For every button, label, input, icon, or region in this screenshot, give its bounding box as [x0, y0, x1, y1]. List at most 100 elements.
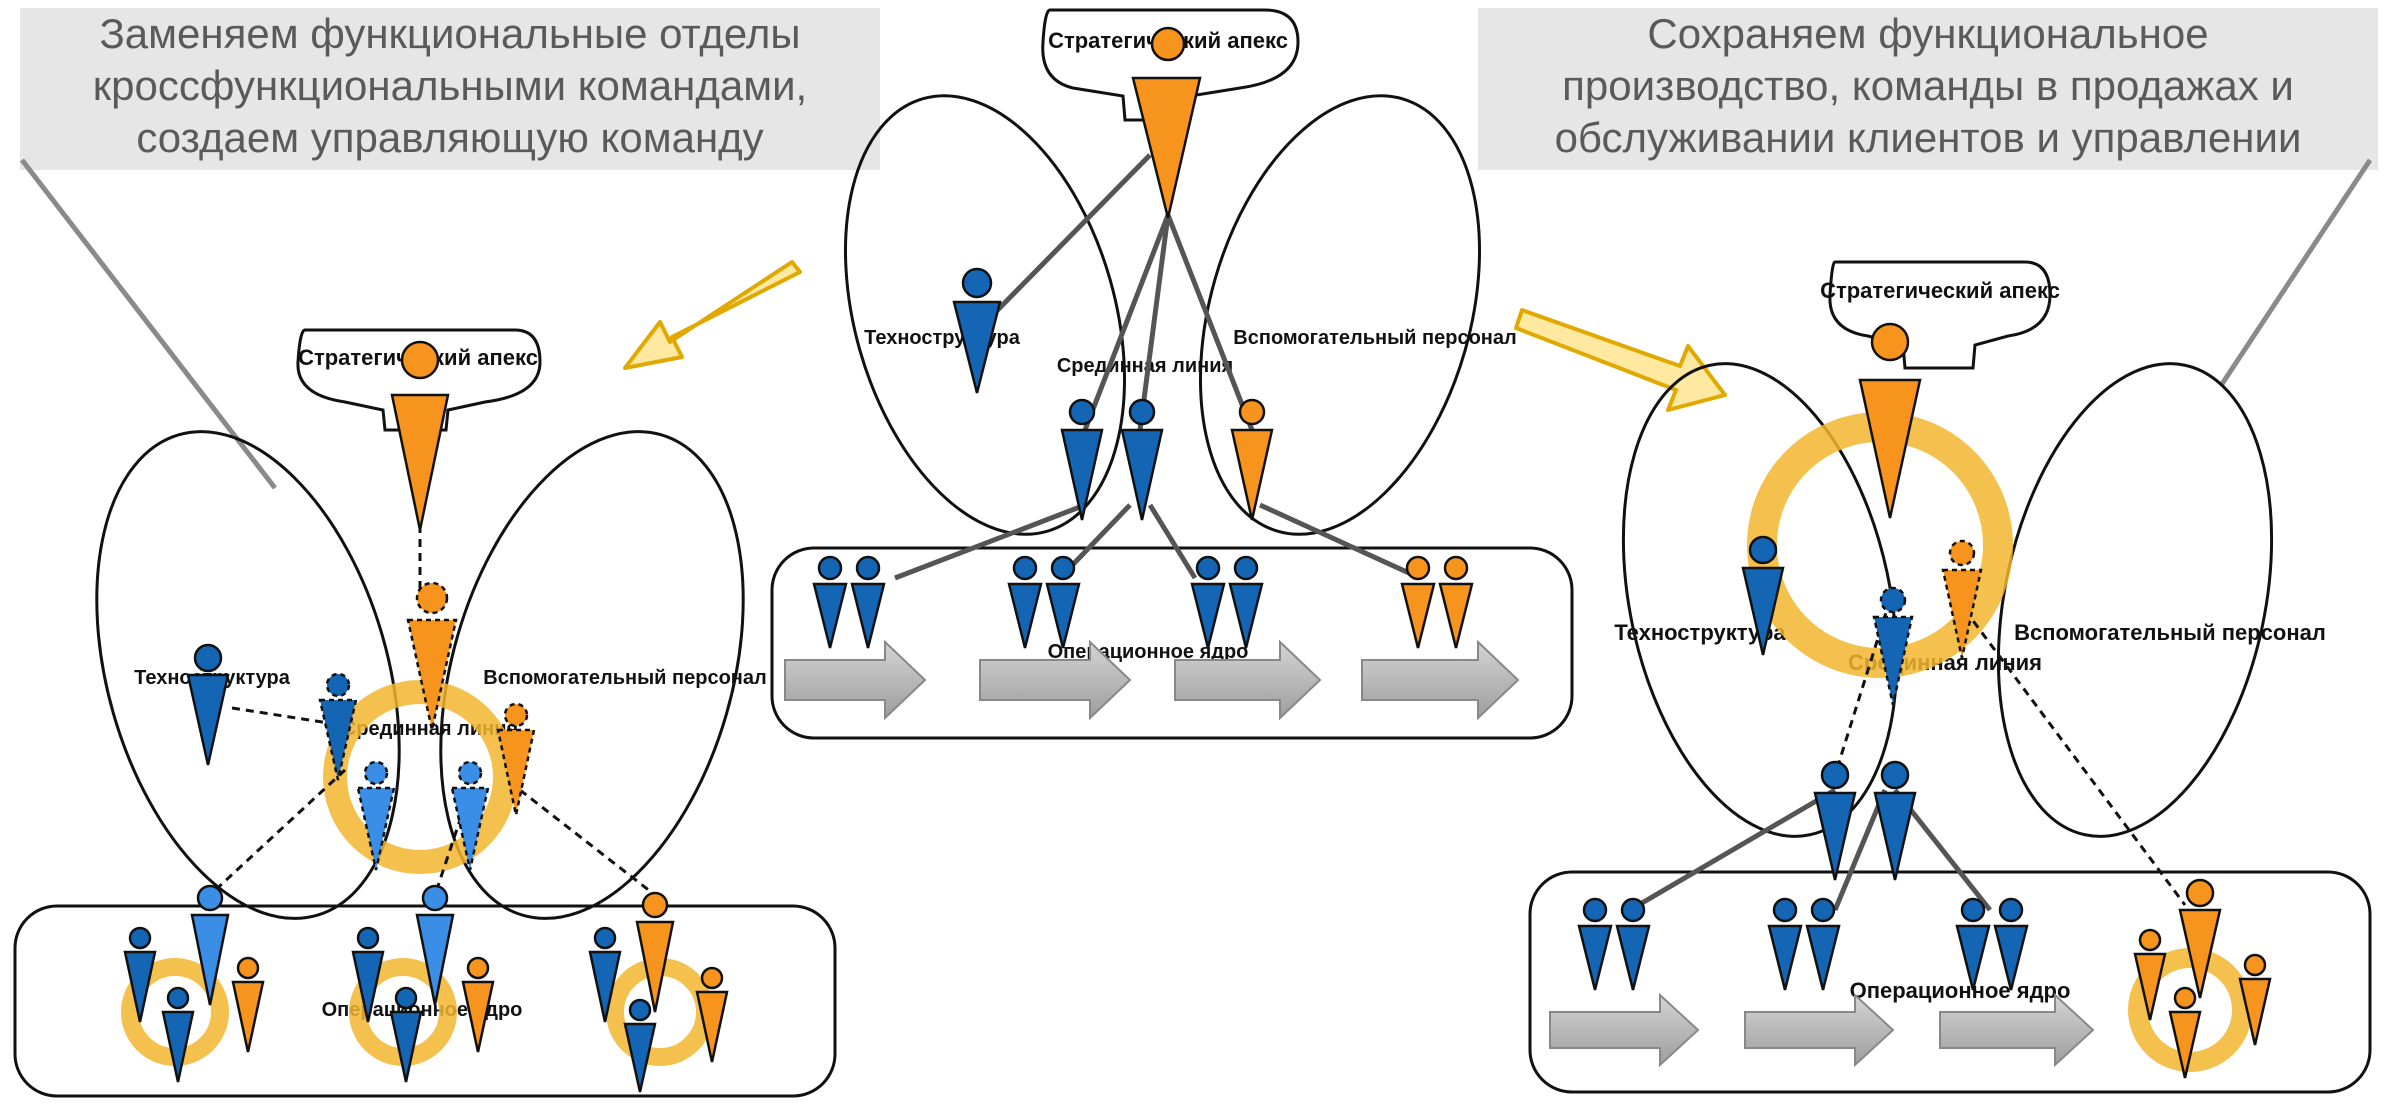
center-people — [812, 26, 1474, 649]
callout-left: Заменяем функциональные отделы кроссфунк… — [20, 8, 880, 170]
callout-left-line-3: создаем управляющую команду — [136, 114, 764, 161]
person-head — [2173, 986, 2197, 1010]
callout-left-line-2: кроссфункциональными командами, — [92, 62, 808, 109]
person-body — [1438, 582, 1474, 649]
person-head — [1810, 897, 1836, 923]
person-body — [812, 582, 848, 649]
person-head — [1620, 897, 1646, 923]
right-outline — [1528, 260, 2372, 1094]
person-head — [394, 986, 418, 1010]
callout-right: Сохраняем функциональное производство, к… — [1478, 8, 2378, 170]
right-diagram: Стратегический апекс Техноструктура Сред… — [1528, 260, 2372, 1094]
person-head — [325, 672, 351, 698]
center-connector-lines — [894, 153, 1422, 581]
person-head — [1948, 539, 1976, 567]
right-core-label: Операционное ядро — [1850, 978, 2071, 1003]
callout-left-line-1: Заменяем функциональные отделы — [99, 10, 801, 57]
person-body — [190, 913, 230, 1006]
person-body — [1045, 582, 1081, 649]
person-body — [389, 1010, 423, 1083]
person-body — [1955, 924, 1991, 991]
left-support-label: Вспомогательный персонал — [483, 667, 766, 689]
person-body — [695, 990, 729, 1063]
person-body — [1941, 568, 1983, 659]
person-head — [1128, 398, 1156, 426]
person-body — [952, 300, 1002, 394]
person-head — [641, 891, 669, 919]
person-body — [2178, 908, 2222, 999]
person-head — [1879, 586, 1907, 614]
person-body — [1230, 428, 1274, 521]
left-diagram: Стратегический апекс Техноструктура Сред… — [13, 328, 837, 1098]
transition-arrow-left — [623, 260, 802, 370]
person-head — [466, 956, 490, 980]
person-body — [635, 920, 675, 1013]
person-head — [628, 998, 652, 1022]
person-head — [2185, 878, 2215, 908]
person-head — [817, 555, 843, 581]
person-head — [2243, 953, 2267, 977]
person-body — [1813, 791, 1857, 881]
center-gray-arrows — [784, 639, 1520, 721]
person-body — [1805, 924, 1841, 991]
callout-right-line-2: производство, команды в продажах и — [1562, 62, 2294, 109]
person-head — [356, 926, 380, 950]
person-body — [1767, 924, 1803, 991]
person-body — [1131, 76, 1202, 219]
person-body — [1873, 791, 1917, 881]
center-diagram: Стратегический апекс Техноструктура Сред… — [770, 8, 1574, 740]
right-gray-arrows — [1549, 992, 2095, 1068]
person-body — [231, 980, 265, 1053]
callout-left-pointer — [20, 158, 277, 490]
person-head — [193, 643, 223, 673]
person-head — [236, 956, 260, 980]
person-body — [123, 950, 157, 1023]
person-head — [1582, 897, 1608, 923]
person-body — [1190, 582, 1226, 649]
person-body — [1120, 428, 1164, 521]
person-head — [593, 926, 617, 950]
right-people — [1577, 322, 2272, 1079]
person-body — [1741, 566, 1785, 656]
person-head — [2138, 928, 2162, 952]
person-body — [406, 618, 458, 731]
right-connector-lines — [1628, 787, 1992, 913]
person-body — [1060, 428, 1104, 521]
person-head — [1233, 555, 1259, 581]
person-head — [1068, 398, 1096, 426]
person-head — [1748, 535, 1778, 565]
person-body — [1228, 582, 1264, 649]
center-support-label: Вспомогательный персонал — [1233, 327, 1516, 349]
person-body — [1615, 924, 1651, 991]
person-head — [1443, 555, 1469, 581]
person-body — [623, 1022, 657, 1093]
person-body — [1858, 378, 1922, 519]
person-body — [2168, 1010, 2202, 1079]
person-body — [461, 980, 495, 1053]
right-cycle-rings — [1747, 412, 2252, 1072]
person-head — [503, 702, 529, 728]
left-people — [123, 340, 729, 1093]
person-head — [457, 760, 483, 786]
person-head — [1238, 398, 1266, 426]
person-body — [1872, 615, 1914, 706]
person-body — [496, 728, 536, 816]
person-head — [1050, 555, 1076, 581]
person-head — [1150, 26, 1186, 62]
person-head — [1405, 555, 1431, 581]
person-body — [1400, 582, 1436, 649]
person-head — [1820, 760, 1850, 790]
person-head — [1012, 555, 1038, 581]
person-head — [415, 581, 449, 615]
person-body — [161, 1010, 195, 1083]
person-head — [363, 760, 389, 786]
person-body — [415, 913, 455, 1006]
person-head — [961, 267, 993, 299]
center-techno-label: Техноструктура — [864, 327, 1021, 349]
center-outline — [770, 8, 1574, 740]
transition-arrow-right — [1514, 308, 1727, 412]
right-apex-label: Стратегический апекс — [1820, 278, 2060, 303]
center-middle-label: Срединная линия — [1057, 355, 1233, 377]
person-body — [356, 786, 396, 871]
